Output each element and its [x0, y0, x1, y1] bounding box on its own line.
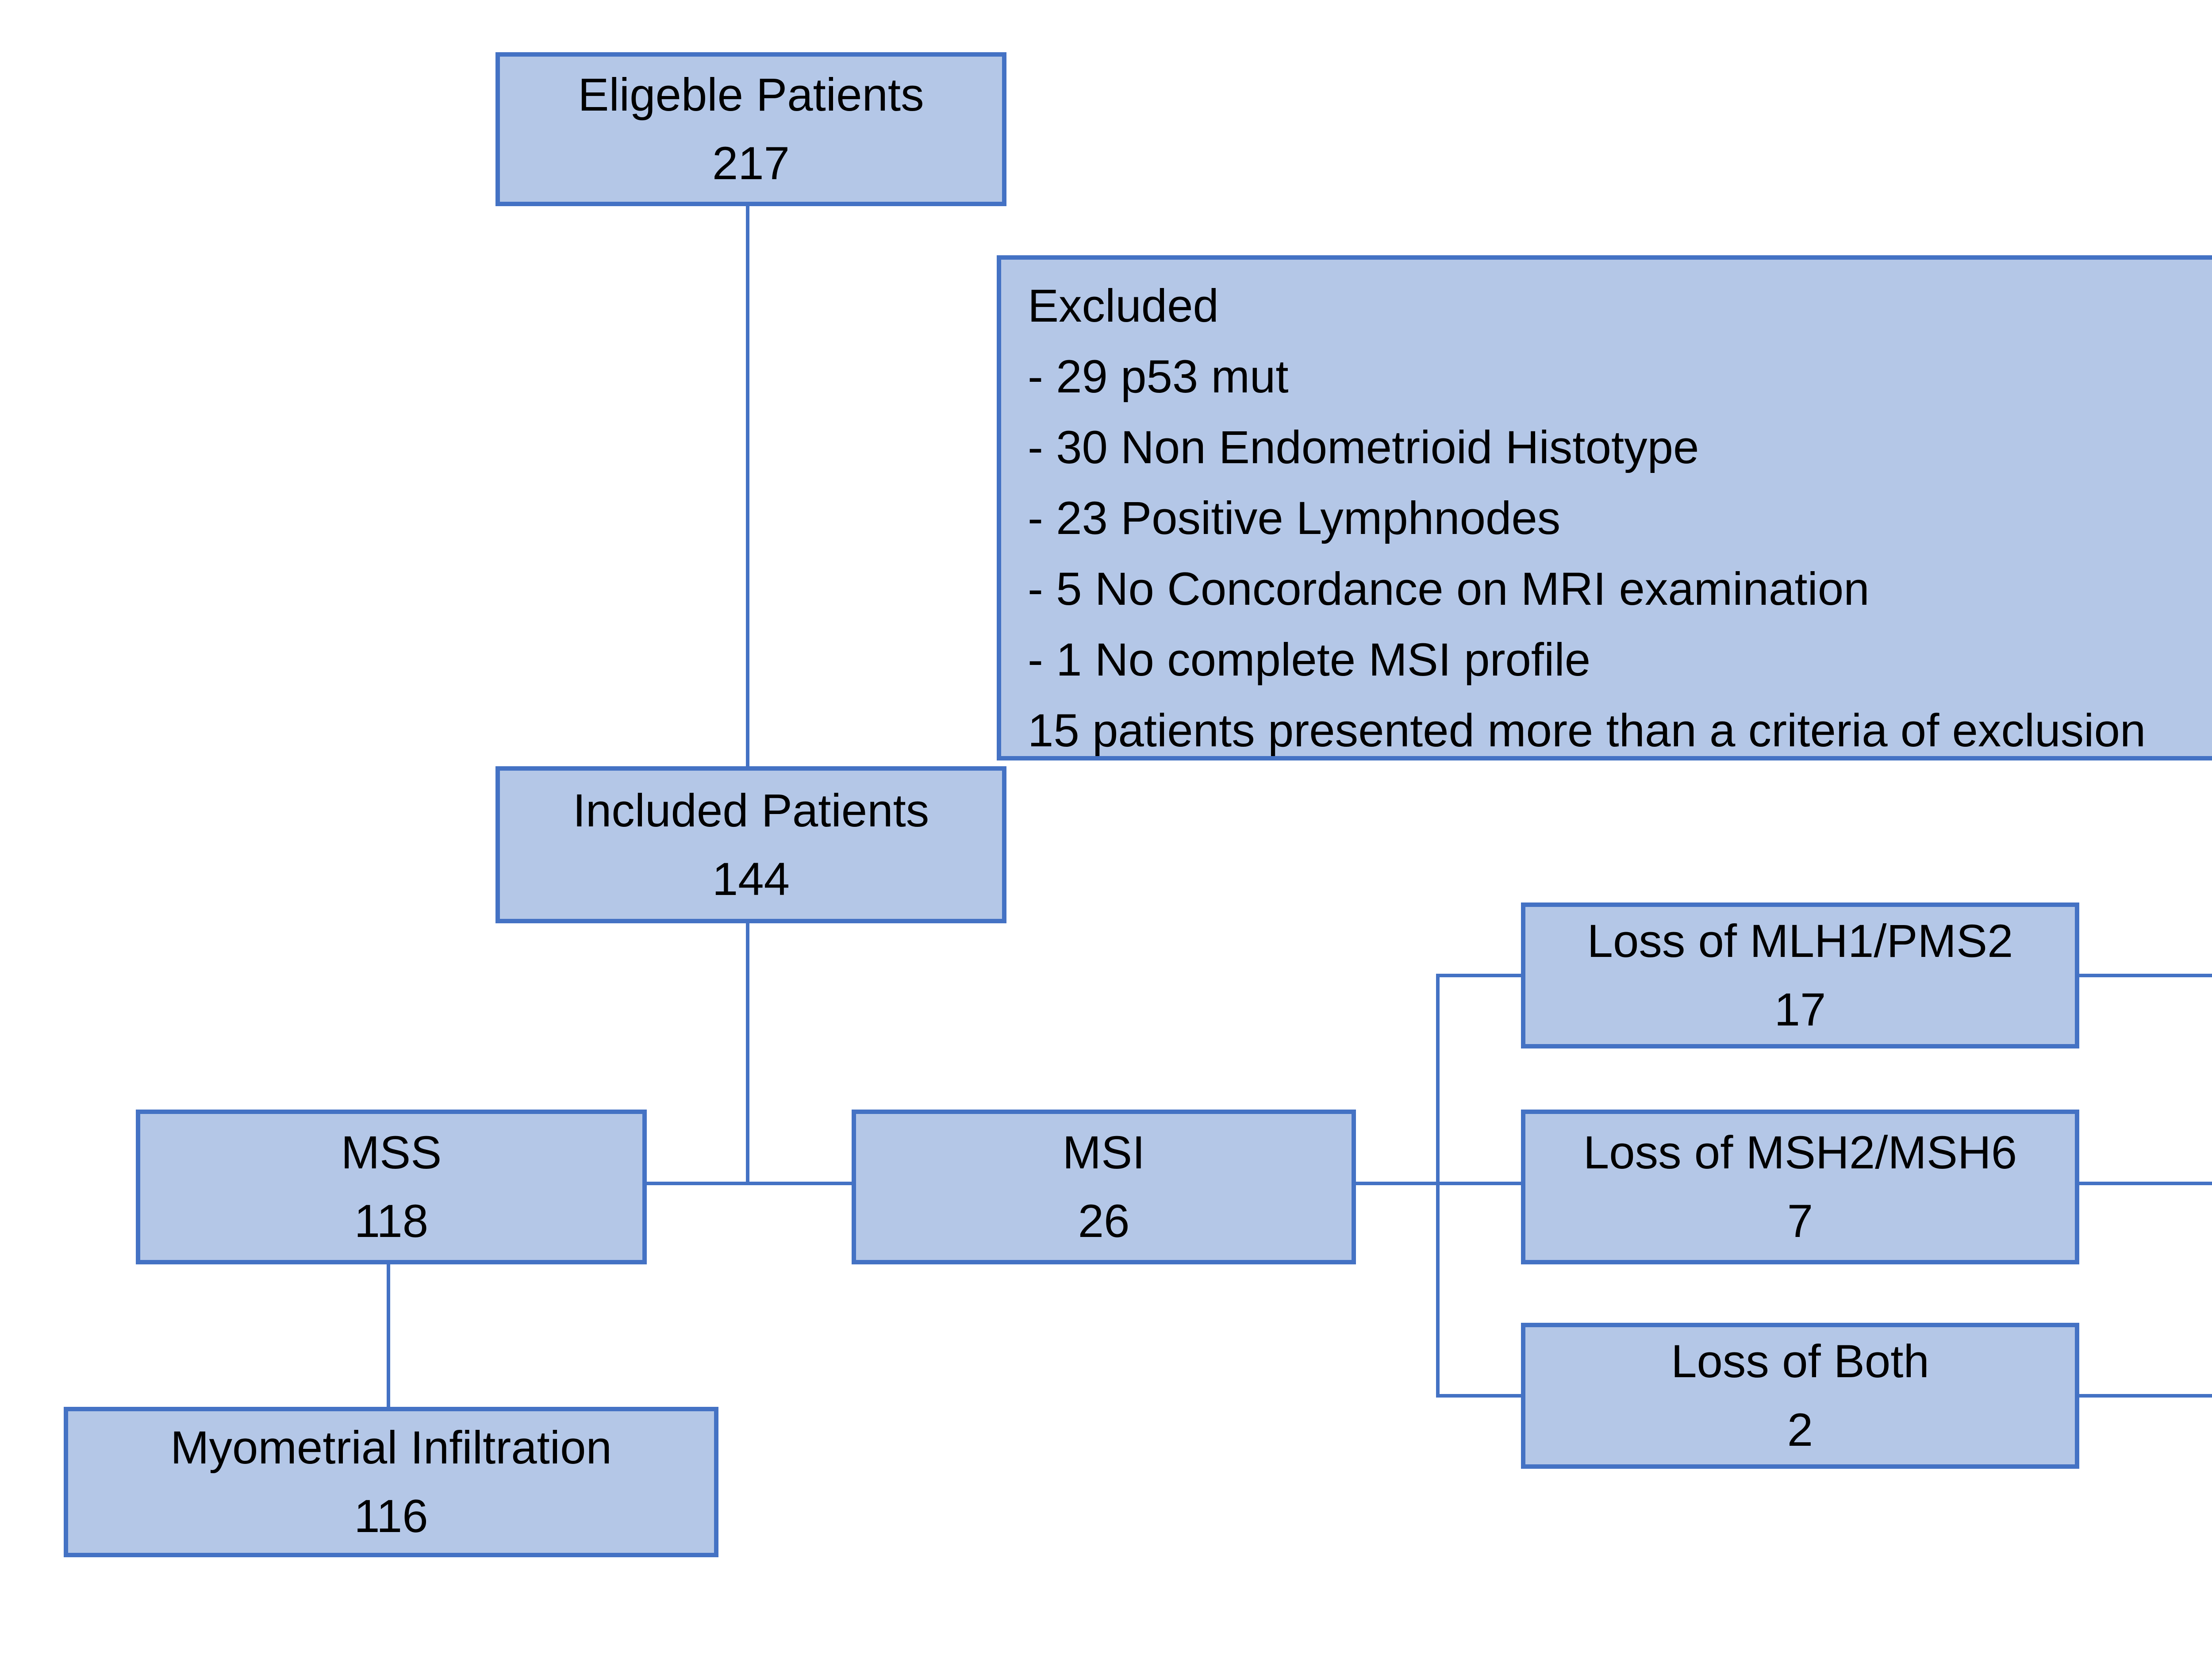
node-msi-label: MSI [1062, 1127, 1145, 1179]
excluded-line-histotype: - 30 Non Endometrioid Histotype [1028, 422, 1699, 473]
connector-loss-both-to-mi2 [2079, 1394, 2212, 1398]
node-included-patients-label: Included Patients [572, 784, 929, 837]
node-eligible-patients-label: Eligeble Patients [578, 69, 924, 121]
connector-mss-msi [647, 1182, 852, 1185]
node-excluded: Excluded - 29 p53 mut - 30 Non Endometri… [997, 255, 2212, 760]
node-msi: MSI 26 [852, 1110, 1356, 1264]
node-eligible-patients: Eligeble Patients 217 [495, 52, 1006, 206]
node-loss-msh2-label: Loss of MSH2/MSH6 [1583, 1127, 2017, 1179]
excluded-line-mri: - 5 No Concordance on MRI examination [1028, 563, 1870, 615]
node-mi116-value: 116 [354, 1490, 428, 1542]
connector-spine-to-loss-both [1436, 1394, 1521, 1398]
node-mss-label: MSS [341, 1127, 442, 1179]
excluded-line-title: Excluded [1028, 280, 1219, 332]
node-loss-msh2-msh6: Loss of MSH2/MSH6 7 [1521, 1110, 2079, 1264]
node-loss-msh2-value: 7 [1787, 1195, 1813, 1247]
excluded-line-p53: - 29 p53 mut [1028, 351, 1289, 403]
node-loss-mlh1-value: 17 [1774, 984, 1826, 1036]
connector-mss-to-mi116 [387, 1264, 390, 1407]
excluded-line-msi-profile: - 1 No complete MSI profile [1028, 634, 1591, 686]
connector-loss-mlh1-to-mi17 [2079, 974, 2212, 977]
node-myometrial-infiltration-116: Myometrial Infiltration 116 [64, 1407, 718, 1557]
node-included-patients: Included Patients 144 [495, 766, 1006, 923]
node-loss-both-label: Loss of Both [1671, 1336, 1929, 1387]
node-mss: MSS 118 [136, 1110, 647, 1264]
node-eligible-patients-value: 217 [712, 138, 790, 189]
node-loss-mlh1-label: Loss of MLH1/PMS2 [1587, 915, 2013, 967]
node-mss-value: 118 [354, 1195, 429, 1247]
connector-loss-msh2-to-mi6 [2079, 1182, 2212, 1185]
connector-included-to-split [746, 923, 749, 1185]
connector-spine-to-loss-mlh1 [1436, 974, 1521, 977]
excluded-line-multiple-criteria: 15 patients presented more than a criter… [1028, 705, 2146, 757]
node-loss-of-both: Loss of Both 2 [1521, 1323, 2079, 1469]
connector-branch-spine [1436, 975, 1440, 1396]
connector-eligible-to-included [746, 206, 749, 766]
node-included-patients-value: 144 [712, 853, 790, 905]
excluded-line-lymphnodes: - 23 Positive Lymphnodes [1028, 492, 1561, 544]
node-loss-mlh1-pms2: Loss of MLH1/PMS2 17 [1521, 902, 2079, 1048]
node-mi116-label: Myometrial Infiltration [170, 1422, 612, 1474]
node-msi-value: 26 [1078, 1195, 1130, 1247]
node-loss-both-value: 2 [1787, 1404, 1813, 1456]
